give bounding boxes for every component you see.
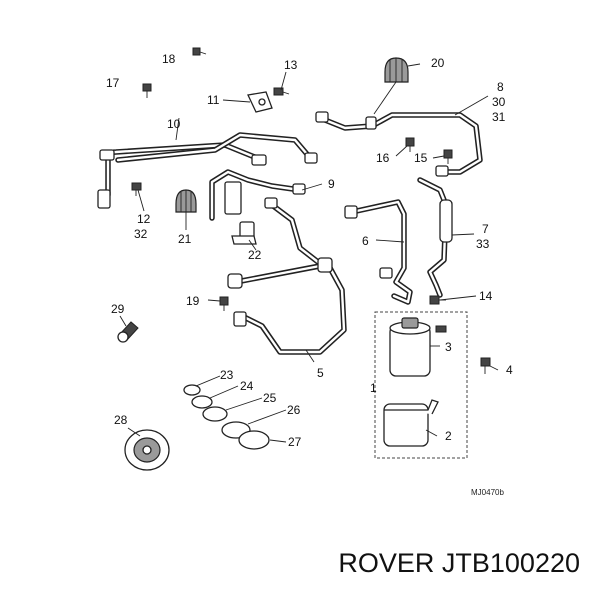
callout-26: 26 [287, 403, 301, 417]
mount-28 [124, 429, 170, 471]
callout-12: 12 [137, 212, 151, 226]
part-number-caption: ROVER JTB100220 [338, 548, 580, 578]
callout-labels: 18 17 13 11 20 8 30 31 10 16 15 9 12 32 … [106, 52, 513, 497]
callout-22: 22 [248, 248, 262, 262]
callout-18: 18 [162, 52, 176, 66]
cap-21 [175, 189, 197, 213]
o-rings [183, 384, 270, 450]
callout-11: 11 [207, 93, 220, 107]
callout-13: 13 [284, 58, 298, 72]
callout-14: 14 [479, 289, 493, 303]
leader-lines [119, 63, 499, 443]
callout-30: 30 [492, 95, 506, 109]
callout-16: 16 [376, 151, 390, 165]
diagram-code: MJ0470b [471, 488, 504, 497]
callout-10: 10 [167, 117, 181, 131]
callout-27: 27 [288, 435, 302, 449]
callout-31: 31 [492, 110, 506, 124]
callout-23: 23 [220, 368, 234, 382]
callout-3: 3 [445, 340, 452, 354]
callout-15: 15 [414, 151, 428, 165]
callout-17: 17 [106, 76, 120, 90]
callout-6: 6 [362, 234, 369, 248]
hose-7 [417, 177, 453, 298]
pipe-8 [315, 111, 483, 177]
bolt-29 [117, 321, 139, 343]
callout-20: 20 [431, 56, 445, 70]
pipe-6 [344, 199, 413, 305]
callout-21: 21 [178, 232, 192, 246]
callout-1: 1 [370, 381, 377, 395]
valve-22 [231, 221, 257, 245]
hardware [131, 47, 491, 374]
callout-28: 28 [114, 413, 128, 427]
callout-33: 33 [476, 237, 490, 251]
callout-2: 2 [445, 429, 452, 443]
callout-9: 9 [328, 177, 335, 191]
callout-8: 8 [497, 80, 504, 94]
callout-4: 4 [506, 363, 513, 377]
callout-5: 5 [317, 366, 324, 380]
callout-24: 24 [240, 379, 254, 393]
drier-assembly-1 [374, 311, 468, 459]
callout-25: 25 [263, 391, 277, 405]
pipe-9 [209, 169, 306, 221]
pipe-5 [227, 197, 347, 355]
pipe-10 [97, 132, 318, 209]
callout-19: 19 [186, 294, 200, 308]
callout-7: 7 [482, 222, 489, 236]
cap-20 [373, 57, 409, 115]
callout-32: 32 [134, 227, 148, 241]
callout-29: 29 [111, 302, 125, 316]
